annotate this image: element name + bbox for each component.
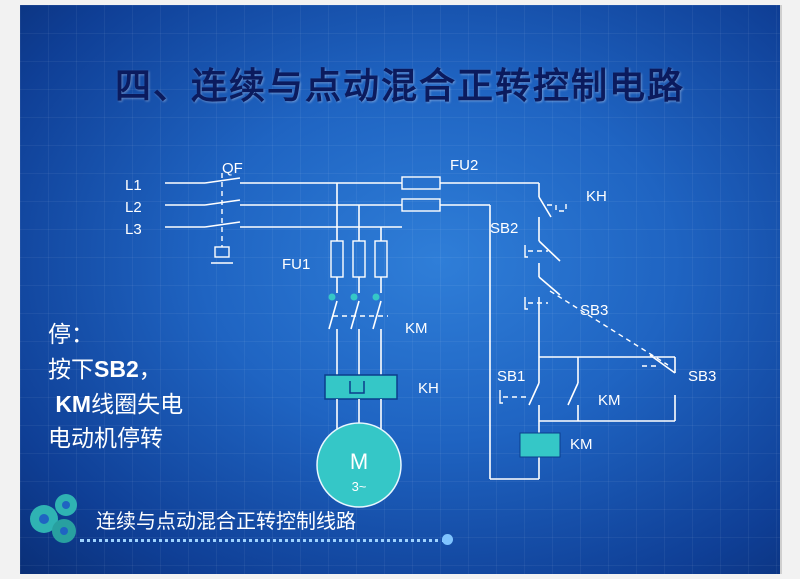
- control-mechanical-links: [499, 201, 669, 404]
- label-l1: L1: [125, 177, 142, 194]
- motor-phase-label: 3~: [352, 479, 367, 494]
- label-l2: L2: [125, 199, 142, 216]
- motor: [316, 422, 402, 508]
- circuit-diagram: L1 L2 L3 QF: [30, 157, 716, 543]
- phase-wires: [165, 177, 402, 228]
- label-kh-main: KH: [418, 380, 439, 397]
- label-km-coil: KM: [570, 436, 593, 453]
- fu2-fuses: [401, 176, 539, 212]
- caption-line-2-suffix: ，: [138, 357, 162, 383]
- caption-line-2: 按下SB2，: [48, 352, 183, 387]
- label-qf: QF: [222, 160, 243, 177]
- caption-line-4: 电动机停转: [48, 426, 163, 452]
- label-fu1: FU1: [282, 256, 310, 273]
- background-grid: [20, 5, 780, 574]
- label-fu2: FU2: [450, 157, 478, 174]
- caption-line-1: 停：: [48, 322, 94, 348]
- km-main-contacts: [328, 300, 388, 375]
- label-kh-control: KH: [586, 188, 607, 205]
- kh-thermal-element: [324, 374, 398, 437]
- label-sb2: SB2: [490, 220, 518, 237]
- caption-line-2-prefix: 按下: [48, 357, 94, 383]
- gear-icon: [30, 494, 77, 543]
- footer-text: 连续与点动混合正转控制线路: [96, 509, 356, 533]
- label-sb3-top: SB3: [580, 302, 608, 319]
- label-sb3-right: SB3: [688, 368, 716, 385]
- main-circuit: [336, 183, 382, 241]
- slide: 四、连续与点动混合正转控制电路 L1 L2 L3 QF: [20, 5, 782, 574]
- caption-block: 停： 按下SB2， KM线圈失电 电动机停转: [48, 318, 183, 456]
- slide-title: 四、连续与点动混合正转控制电路: [114, 66, 685, 107]
- caption-line-3: KM线圈失电: [48, 387, 183, 422]
- caption-line-2-key: SB2: [94, 356, 139, 382]
- km-coil: [519, 432, 561, 458]
- label-sb1: SB1: [497, 368, 525, 385]
- qf-breaker: [211, 173, 233, 264]
- caption-line-3-suffix: 线圈失电: [91, 392, 184, 418]
- fu1-fuses: [328, 240, 388, 301]
- motor-label: M: [350, 449, 368, 474]
- footer-dotted-line: [80, 539, 446, 542]
- label-l3: L3: [125, 221, 142, 238]
- control-circuit-wires: [489, 183, 676, 480]
- label-km-main: KM: [405, 320, 428, 337]
- label-km-aux: KM: [598, 392, 621, 409]
- footer-dot: [442, 534, 453, 545]
- caption-line-3-key: KM: [55, 391, 92, 417]
